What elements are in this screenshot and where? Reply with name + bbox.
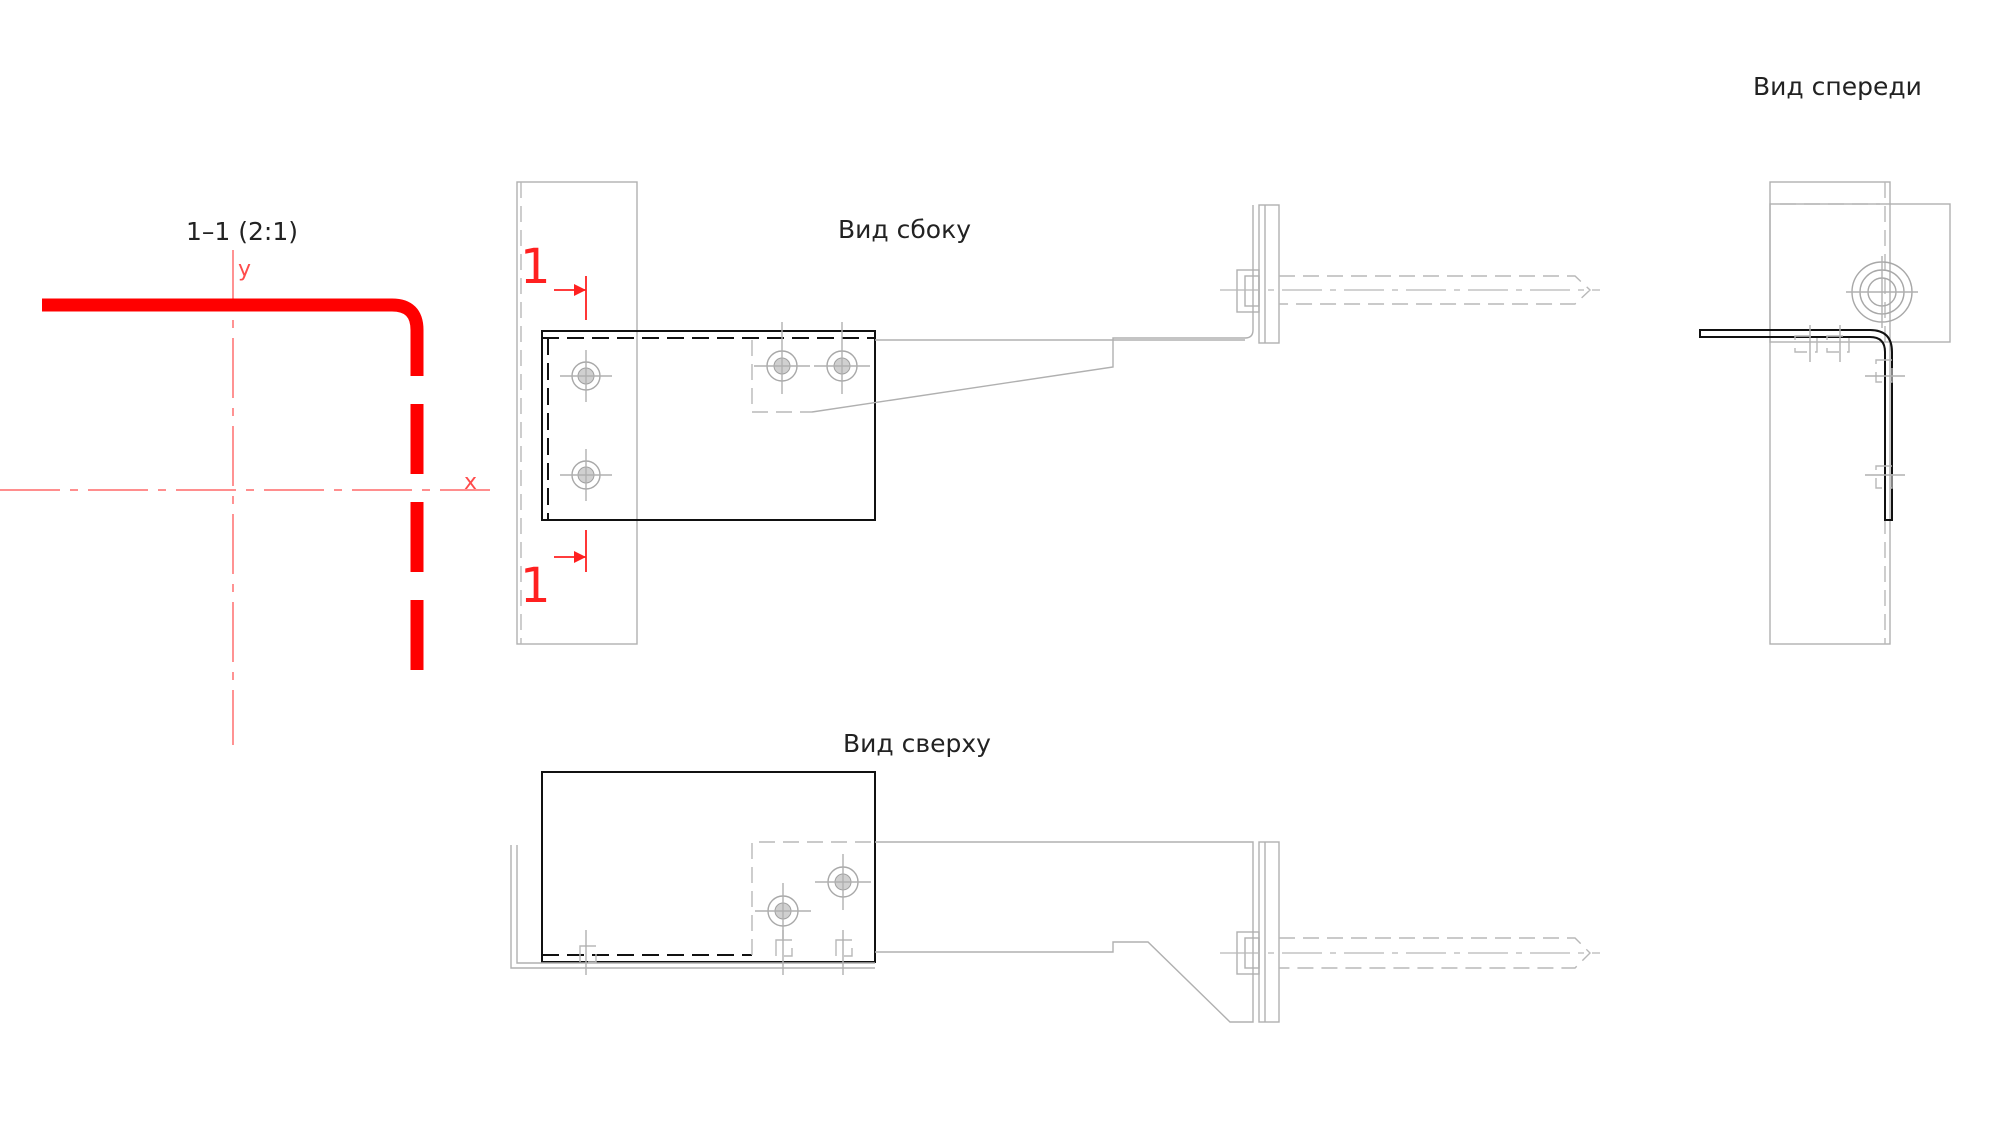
top-hidden-bolts <box>579 930 853 975</box>
top-arm-bolt-lower <box>755 883 811 939</box>
top-arm-hidden <box>751 841 875 955</box>
side-bracket-hidden-left <box>547 338 620 521</box>
side-arm-outline <box>811 205 1254 413</box>
top-angle-outer <box>510 845 875 969</box>
section-title: 1–1 (2:1) <box>186 217 298 246</box>
front-anchor-nut <box>1846 256 1918 328</box>
front-view: Вид спереди <box>1699 72 1951 645</box>
angle-profile-solid <box>42 298 424 376</box>
axis-y-label: y <box>238 257 251 282</box>
cut-arrow-top <box>554 276 587 320</box>
top-anchor-rod <box>1279 937 1591 969</box>
top-end-plate <box>1258 841 1280 1023</box>
side-arm-bolt-right <box>814 322 870 394</box>
cut-mark-bottom: 1 <box>520 558 551 614</box>
side-view-title: Вид сбоку <box>838 215 971 244</box>
top-arm-outline <box>875 841 1254 1023</box>
top-angle-outline <box>516 845 875 964</box>
top-arm-bolt-upper <box>815 854 871 910</box>
side-view: Вид сбоку 1 1 <box>516 181 1600 645</box>
front-end-plate <box>1769 203 1951 343</box>
top-view: Вид сверху <box>510 729 1600 1023</box>
cut-arrow-bottom <box>554 530 587 572</box>
side-bracket-plate <box>541 330 876 521</box>
side-bolt-lower <box>560 449 612 501</box>
side-anchor-rod <box>1279 275 1592 305</box>
side-arm-bolt-left <box>754 322 810 394</box>
axis-x-label: x <box>464 470 477 495</box>
front-view-title: Вид спереди <box>1753 72 1922 101</box>
top-view-title: Вид сверху <box>843 729 991 758</box>
side-end-plate <box>1258 204 1280 344</box>
side-post <box>516 181 638 645</box>
section-1-1: 1–1 (2:1) y x <box>0 217 490 745</box>
front-hidden-bolts <box>1794 325 1905 489</box>
front-post <box>1769 181 1891 645</box>
side-arm-hidden <box>751 340 812 413</box>
top-bracket-plate <box>541 771 876 963</box>
cut-mark-top: 1 <box>520 239 551 295</box>
side-bolt-upper <box>560 350 612 402</box>
front-angle-profile <box>1699 329 1893 521</box>
